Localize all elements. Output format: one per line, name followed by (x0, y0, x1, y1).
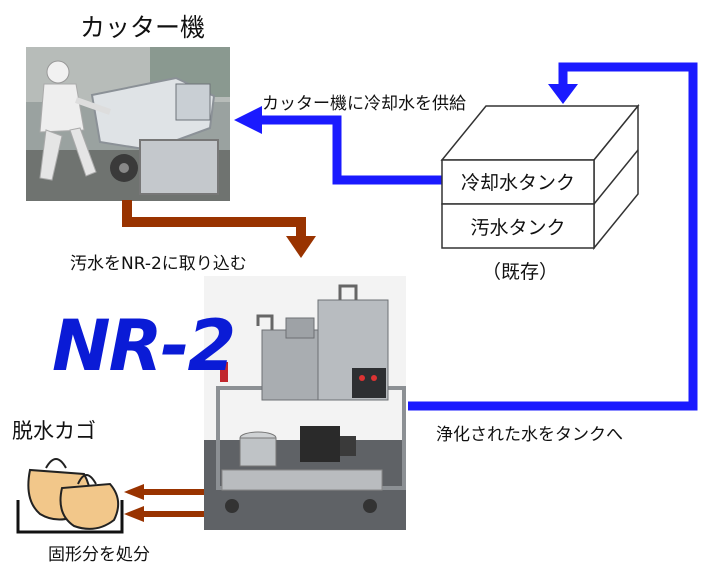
product-name: NR-2 (52, 305, 236, 387)
dewatering-bags-icon (16, 458, 124, 534)
cutter-machine-photo (26, 47, 230, 201)
nr2-unit-photo (204, 276, 406, 530)
arrowhead-down-icon (548, 84, 578, 104)
intake-label: 汚水をNR-2に取り込む (70, 254, 247, 274)
cooling-tank-label: 冷却水タンク (460, 172, 575, 194)
coolant-supply-line (258, 115, 442, 185)
tank-block (440, 103, 640, 251)
purified-water-label: 浄化された水をタンクへ (436, 425, 623, 445)
arrowhead-left-brown-icon (124, 484, 144, 500)
purified-water-line (408, 62, 698, 411)
wastewater-intake-line (122, 200, 306, 238)
arrowhead-left-icon (234, 106, 262, 134)
waste-tank-label: 汚水タンク (470, 217, 566, 239)
arrowhead-down-brown-icon (286, 236, 316, 258)
cutter-title: カッター機 (80, 13, 206, 42)
dispose-label: 固形分を処分 (48, 545, 150, 565)
supply-water-label: カッター機に冷却水を供給 (262, 94, 466, 114)
arrowhead-left-brown-icon (124, 506, 144, 522)
existing-label: （既存） (482, 261, 559, 283)
basket-label: 脱水カゴ (12, 419, 96, 443)
